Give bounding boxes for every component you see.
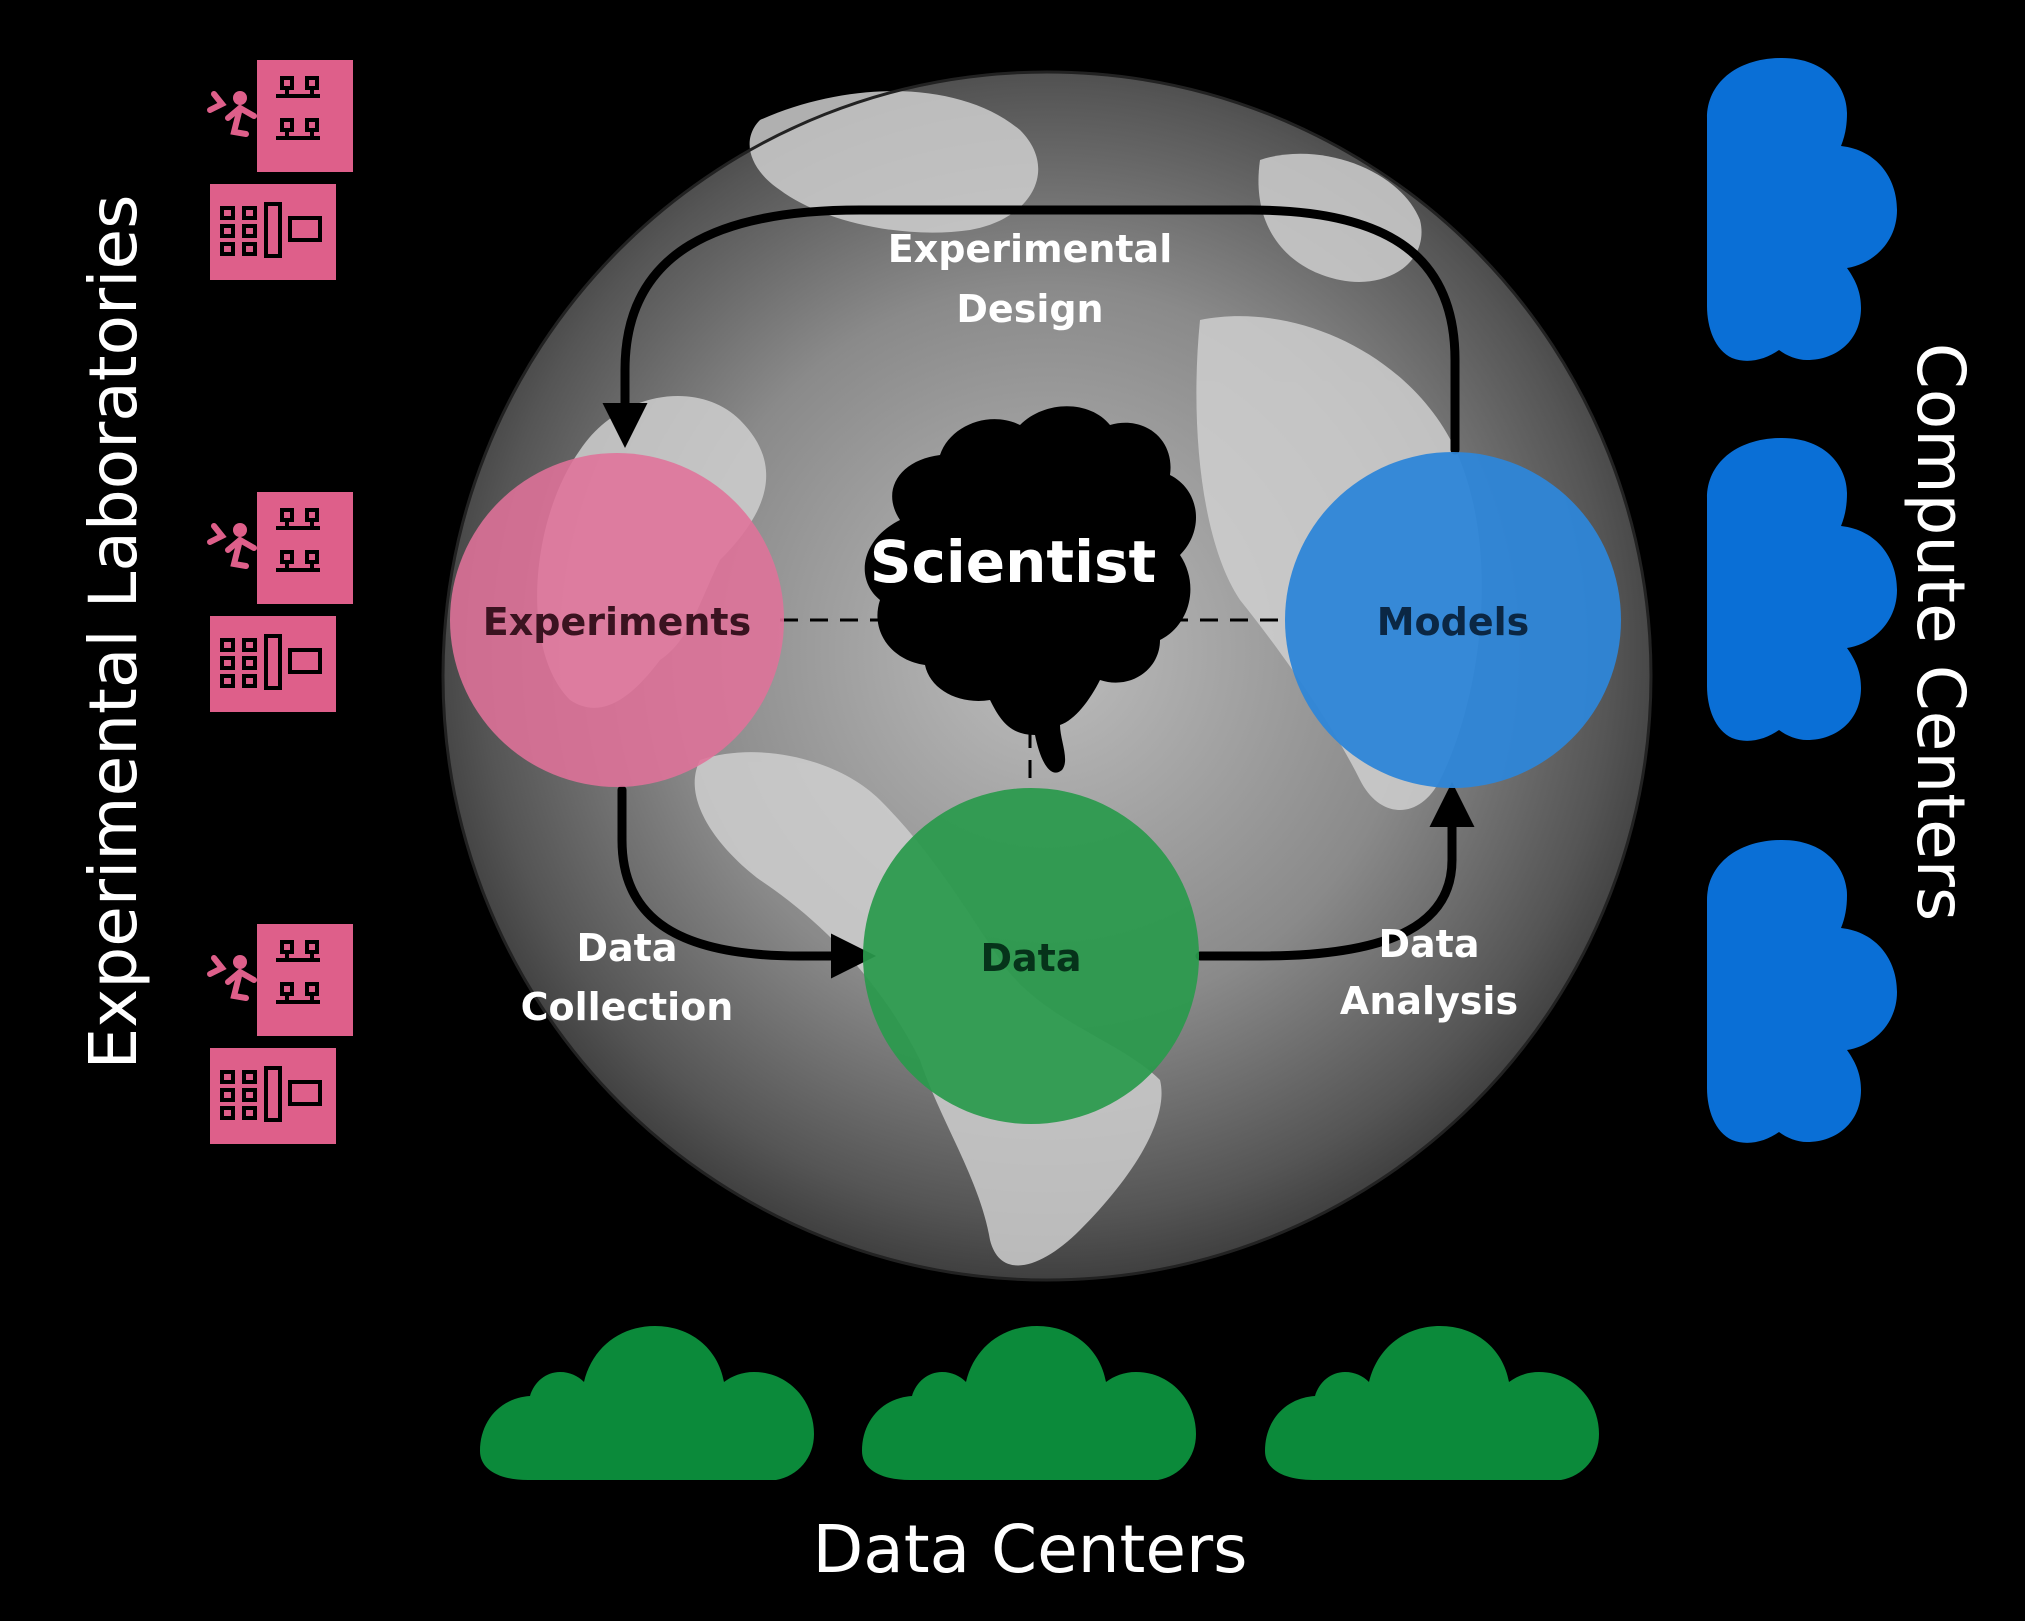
brain-icon <box>864 406 1197 773</box>
data-label: Data <box>981 936 1082 980</box>
data-analysis-label-line2: Analysis <box>1340 979 1518 1023</box>
experimental-design-label-line2: Design <box>956 287 1103 331</box>
laboratory-building-icon <box>210 924 353 1144</box>
experiments-label: Experiments <box>483 600 751 644</box>
experimental-design-label-line1: Experimental <box>888 227 1172 271</box>
datacenter-cloud-icon <box>862 1326 1196 1480</box>
data-collection-label-line1: Data <box>577 926 678 970</box>
models-node: Models <box>1285 452 1621 788</box>
compute-cloud-icon <box>1707 438 1897 741</box>
laboratory-building-icon <box>210 492 353 712</box>
compute-cloud-icon <box>1707 840 1897 1143</box>
models-label: Models <box>1377 600 1530 644</box>
compute-cloud-icon <box>1707 58 1897 361</box>
datacenter-cloud-icon <box>1265 1326 1599 1480</box>
compute-centers-title: Compute Centers <box>1902 343 1979 921</box>
experimental-design-arrow <box>602 205 1460 455</box>
data-collection-arrow <box>617 785 876 979</box>
data-analysis-arrow <box>1195 782 1475 961</box>
data-analysis-label-line1: Data <box>1379 922 1480 966</box>
laboratory-building-icon <box>210 60 353 280</box>
datacenter-cloud-icon <box>480 1326 814 1480</box>
data-collection-label-line2: Collection <box>521 985 734 1029</box>
data-centers-title: Data Centers <box>812 1511 1247 1588</box>
data-node: Data <box>863 788 1199 1124</box>
experimental-laboratories-title: Experimental Laboratories <box>75 195 152 1070</box>
scientist-label: Scientist <box>870 528 1157 596</box>
experiments-node: Experiments <box>450 453 784 787</box>
